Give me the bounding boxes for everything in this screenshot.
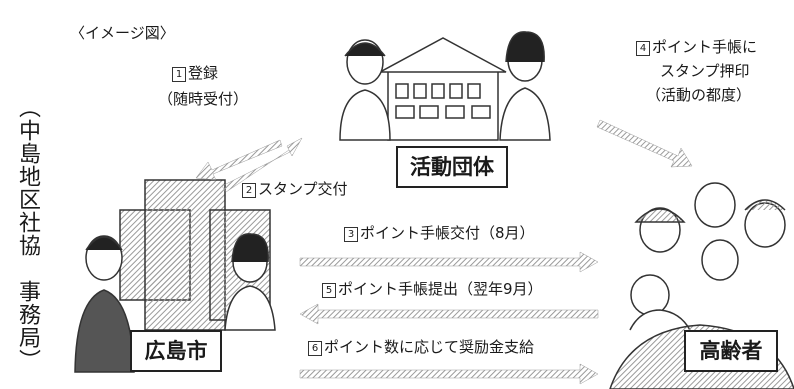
step4-subtext: スタンプ押印 — [660, 62, 750, 80]
arrow-step3-notebook-issue — [299, 251, 599, 273]
step6-text: ポイント数に応じて奨励金支給 — [324, 338, 535, 356]
arrow-step2-stamp — [221, 137, 303, 193]
step5-text: ポイント手帳提出（翌年9月） — [338, 280, 543, 298]
step2-text: スタンプ交付 — [258, 180, 348, 198]
arrow-step5-notebook-submit — [299, 303, 599, 325]
city-staff-man-illustration — [74, 235, 135, 373]
step3-text: ポイント手帳交付（8月） — [360, 224, 535, 242]
step3-number: 3 — [344, 227, 358, 242]
step1-subtext: （随時受付） — [158, 90, 249, 108]
node-elderly: 高齢者 — [684, 330, 778, 372]
group-staff-woman-illustration — [499, 31, 551, 141]
side-label: （中島地区社協 事務局） — [15, 96, 40, 372]
arrow-step1-register — [195, 139, 283, 181]
step4-subtext2: （活動の都度） — [646, 86, 752, 104]
city-staff-woman-illustration — [224, 233, 276, 331]
group-building-illustration — [379, 37, 507, 141]
step4-text: ポイント手帳に — [652, 38, 758, 56]
step6-number: 6 — [308, 341, 322, 356]
step1-text: 登録 — [188, 64, 219, 82]
group-staff-man-illustration — [339, 39, 391, 141]
step2-number: 2 — [242, 183, 256, 198]
arrow-step6-grant — [299, 363, 599, 385]
node-activity-group: 活動団体 — [396, 146, 508, 188]
step4-number: 4 — [636, 41, 650, 56]
step1-number: 1 — [172, 67, 186, 82]
step5-number: 5 — [322, 283, 336, 298]
arrow-step4-stamp-press — [596, 119, 693, 168]
node-hiroshima-city: 広島市 — [130, 330, 222, 372]
caption: 〈イメージ図〉 — [70, 24, 175, 42]
